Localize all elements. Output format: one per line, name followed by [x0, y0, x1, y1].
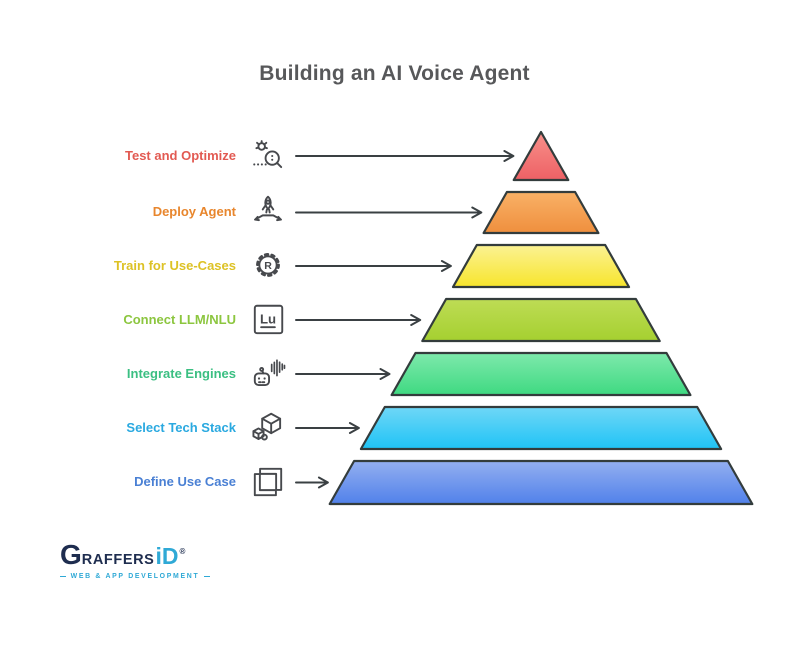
- level-row-define-use-case: Define Use Case: [40, 460, 290, 504]
- svg-text:Lu: Lu: [260, 312, 276, 327]
- level-label: Deploy Agent: [152, 203, 236, 219]
- level-row-connect-llm: Connect LLM/NLU Lu: [40, 298, 290, 342]
- page-title: Building an AI Voice Agent: [259, 62, 530, 85]
- robot-voice-icon: [246, 355, 290, 393]
- pyramid-level-6: [359, 405, 723, 451]
- bug-magnifier-icon: [246, 137, 290, 175]
- arrow-level-2: [295, 206, 483, 219]
- level-row-select-tech-stack: Select Tech Stack: [40, 406, 290, 450]
- registered-mark: ®: [179, 547, 186, 556]
- tagline-dash: [60, 576, 66, 577]
- lu-box-icon: Lu: [246, 301, 290, 339]
- pyramid-level-4: [421, 297, 661, 343]
- level-label: Integrate Engines: [126, 365, 236, 381]
- arrow-level-7: [295, 476, 329, 489]
- level-label: Define Use Case: [134, 473, 236, 489]
- tagline-dash: [204, 576, 210, 577]
- level-label: Select Tech Stack: [126, 419, 236, 435]
- arrow-level-3: [295, 260, 452, 272]
- level-row-train-use-cases: Train for Use-Cases R: [40, 244, 290, 288]
- rocket-launch-icon: [246, 193, 290, 231]
- logo-tagline-row: WEB & APP DEVELOPMENT: [60, 573, 210, 580]
- pyramid-level-7: [328, 459, 754, 506]
- arrow-level-5: [295, 368, 391, 380]
- level-row-integrate-engines: Integrate Engines: [40, 352, 290, 396]
- pyramid-level-2: [482, 190, 600, 235]
- logo-initial: G: [60, 539, 82, 570]
- logo-id-text: iD: [155, 543, 179, 569]
- svg-text:R: R: [264, 260, 272, 272]
- pyramid-level-5: [390, 351, 692, 397]
- pyramid-level-3: [451, 243, 631, 289]
- level-label: Test and Optimize: [125, 147, 236, 163]
- logo-tagline: WEB & APP DEVELOPMENT: [70, 573, 200, 580]
- logo-brand-text: RAFFERS: [81, 552, 155, 568]
- arrow-level-1: [295, 150, 515, 162]
- cube-stack-icon: [246, 409, 290, 447]
- pyramid-level-1: [512, 130, 570, 182]
- level-label: Train for Use-Cases: [113, 257, 236, 273]
- bracket-frame-icon: [246, 463, 290, 501]
- gear-r-icon: R: [246, 247, 290, 285]
- level-row-test-optimize: Test and Optimize: [40, 134, 290, 178]
- level-label: Connect LLM/NLU: [123, 311, 236, 327]
- arrow-level-4: [295, 314, 422, 326]
- level-row-deploy-agent: Deploy Agent: [40, 190, 290, 234]
- arrow-level-6: [295, 422, 360, 434]
